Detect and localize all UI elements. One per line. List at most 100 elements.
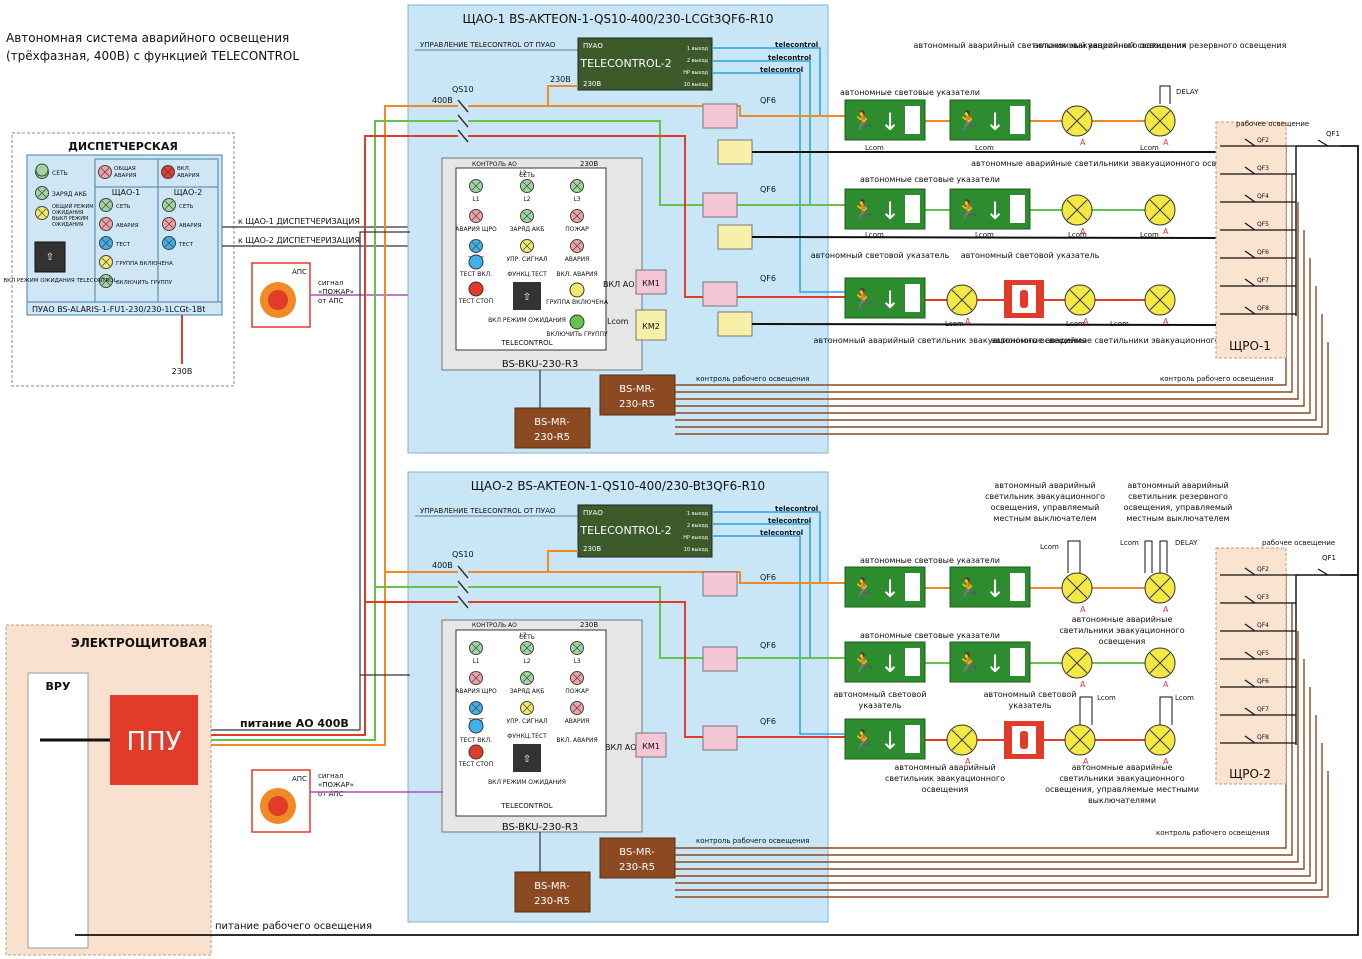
exit-sign-window xyxy=(905,648,920,676)
bku-label: L1 xyxy=(472,658,479,665)
bku-label: ЗАРЯД АКБ xyxy=(510,688,545,695)
bku-label: АВАРИЯ xyxy=(565,718,590,725)
mr-module-2a xyxy=(514,871,591,913)
indicator-cross xyxy=(522,181,532,191)
mr-module-2b xyxy=(599,837,676,879)
arrow-up-icon: ⇧ xyxy=(46,252,54,263)
tc2-out1: 1 выход xyxy=(687,511,709,517)
shro-switch xyxy=(1244,707,1256,716)
bku2-telecontrol: TELECONTROL xyxy=(500,802,552,810)
dispatch-230: 230В xyxy=(172,367,193,376)
indicator-label: АВАРИЯ xyxy=(116,223,139,229)
bku-label: СЕТЬ xyxy=(519,172,535,179)
indicator-label: ТЕСТ xyxy=(115,242,131,248)
lamp-cross xyxy=(1149,110,1171,132)
qs10-switch-2 xyxy=(457,565,469,609)
bku-label: АВАРИЯ ЩРО xyxy=(455,688,497,695)
lcom-label: Lcom xyxy=(1120,539,1139,547)
exit-sign-window xyxy=(1010,195,1025,223)
test-on-button[interactable] xyxy=(468,254,484,270)
shro-switch xyxy=(1244,166,1256,175)
contact-yellow-1 xyxy=(717,139,753,165)
puao-footer-label: ПУАО BS-ALARIS-1-FU1-230/230-1LCGt-1Bt xyxy=(32,305,205,314)
shro-qf-label: QF4 xyxy=(1257,622,1269,629)
tc1-line2: telecontrol xyxy=(768,54,811,62)
test-stop-button[interactable] xyxy=(468,744,484,760)
tc1-title: TELECONTROL-2 xyxy=(579,57,671,70)
running-man-icon: 🏃 xyxy=(851,576,876,600)
standby-button[interactable] xyxy=(513,282,541,310)
puao-footer xyxy=(26,301,223,316)
brown-wire xyxy=(675,286,1317,421)
shro-switch xyxy=(1244,679,1256,688)
shro-qf-label: QF8 xyxy=(1257,305,1269,312)
lcom-wire xyxy=(751,323,1217,326)
bku2-ctrl: КОНТРОЛЬ АО xyxy=(472,622,517,629)
brown-wire xyxy=(675,342,1329,435)
lamp-cross xyxy=(1066,652,1088,674)
standby-button[interactable] xyxy=(513,744,541,772)
test-on-button[interactable] xyxy=(468,718,484,734)
lamp-a-label: A xyxy=(1163,317,1169,326)
shao1-qs10: QS10 xyxy=(452,85,474,94)
indicator-cross xyxy=(471,211,481,221)
arrow-down-icon: ↓ xyxy=(880,197,900,225)
lcom-label: Lcom xyxy=(865,144,884,152)
lcom-label: Lcom xyxy=(975,231,994,239)
indicator-cross xyxy=(101,200,111,210)
tc1-out4: 10 выход xyxy=(684,82,709,88)
luminaire-label: светильник эвакуационного xyxy=(885,774,1005,783)
luminaire-label: светильники эвакуационного xyxy=(1059,626,1184,635)
dispatch-shao1-label: ЩАО-1 xyxy=(112,188,141,197)
bku1-test-stop: ТЕСТ СТОП xyxy=(458,298,493,305)
group-enable-button[interactable] xyxy=(569,314,585,330)
indicator-cross xyxy=(572,643,582,653)
indicator-cross xyxy=(101,257,111,267)
l1-evac: автономный аварийный светильник эвакуаци… xyxy=(913,41,1186,50)
shro-switch xyxy=(1244,222,1256,231)
dispatch-button-label: ВКЛ РЕЖИМ ОЖИДАНИЯ TELECONTROL xyxy=(3,278,117,284)
wire-grp2 xyxy=(468,120,845,206)
indicator-cross xyxy=(164,219,174,229)
delay-switch xyxy=(1159,85,1171,104)
test-stop-button[interactable] xyxy=(468,281,484,297)
link2-label: к ЩАО-2 ДИСПЕТЧЕРИЗАЦИЯ xyxy=(238,236,360,245)
luminaire-label: освещения xyxy=(922,785,969,794)
l1-delay: DELAY xyxy=(1176,88,1199,96)
bku1-ctrl: КОНТРОЛЬ АО xyxy=(472,161,517,168)
lamp-cross xyxy=(1069,729,1091,751)
bku-label: L2 xyxy=(523,196,530,203)
l1-evac-c: автономные аварийные светильники эвакуац… xyxy=(991,336,1269,345)
vru-label: ВРУ xyxy=(46,680,71,693)
delay-label: DELAY xyxy=(1175,539,1198,547)
bku-label: СЕТЬ xyxy=(519,634,535,641)
brown-wire xyxy=(675,314,1323,428)
luminaire-label: автономные световые указатели xyxy=(860,631,1000,640)
vru-box xyxy=(27,672,89,949)
telecontrol-module-1 xyxy=(577,37,713,91)
lcom-label: Lcom xyxy=(1140,144,1159,152)
shro-switch xyxy=(1244,651,1256,660)
running-man-icon: 🏃 xyxy=(956,109,981,133)
telecontrol-button[interactable] xyxy=(34,241,66,273)
indicator-cross xyxy=(101,219,111,229)
arrow-down-icon: ↓ xyxy=(985,108,1005,136)
bku1-title: BS-BKU-230-R3 xyxy=(502,359,578,370)
running-man-icon: 🏃 xyxy=(956,576,981,600)
lamp-a-label: A xyxy=(1163,605,1169,614)
qf2-2: QF6 xyxy=(760,641,776,650)
link1-label: к ЩАО-1 ДИСПЕТЧЕРИЗАЦИЯ xyxy=(238,217,360,226)
shao2-400: 400В xyxy=(432,561,453,570)
wire2-grp2 xyxy=(468,586,845,659)
shao2-mgmt: УПРАВЛЕНИЕ TELECONTROL ОТ ПУАО xyxy=(420,507,556,515)
shro2-qf1: QF1 xyxy=(1322,554,1336,562)
lamp-cross xyxy=(1149,289,1171,311)
l1-ind: автономные световые указатели xyxy=(840,88,980,97)
shro-qf-label: QF3 xyxy=(1257,594,1269,601)
shro-switch xyxy=(1244,595,1256,604)
telecontrol-module-2 xyxy=(577,504,713,558)
power-work-label: питание рабочего освещения xyxy=(215,921,372,932)
l1-ind2: автономные световые указатели xyxy=(860,175,1000,184)
bku1-vkl-ao: ВКЛ АО xyxy=(603,280,635,289)
